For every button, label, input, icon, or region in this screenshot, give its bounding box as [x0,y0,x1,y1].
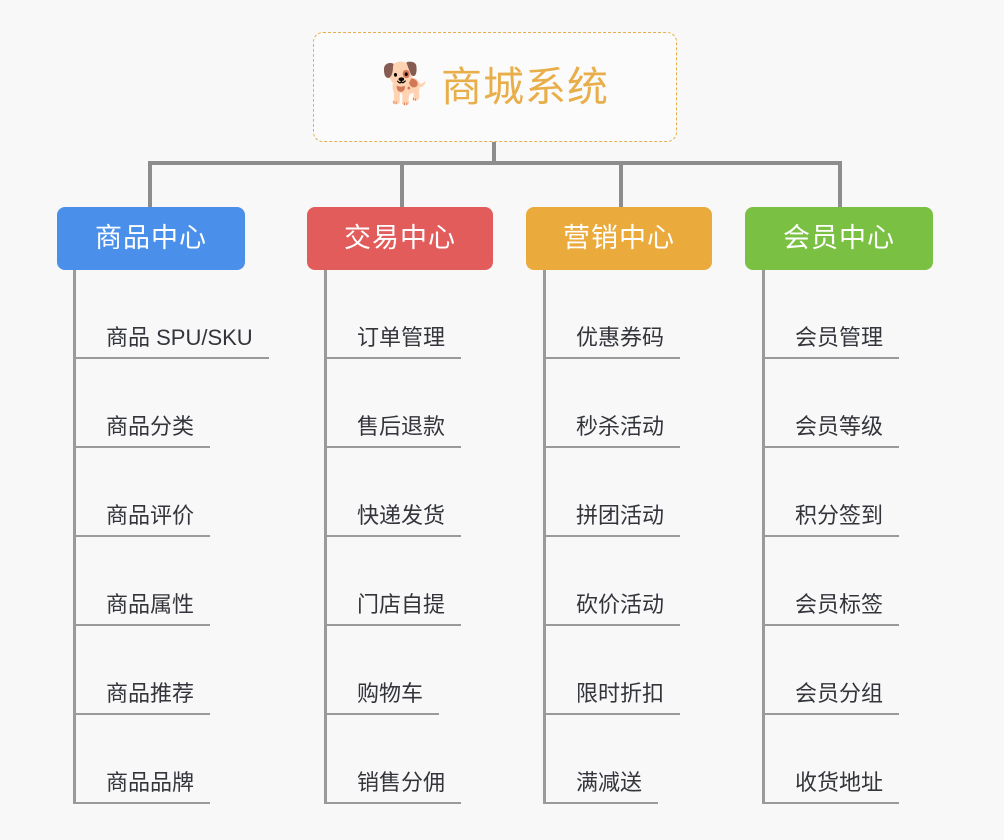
leaf-item[interactable]: 售后退款 [327,359,462,448]
leaf-item-label: 砍价活动 [546,592,681,626]
leaf-item[interactable]: 快递发货 [327,448,462,537]
leaf-item[interactable]: 购物车 [327,626,440,715]
connector-horizontal-bar [148,161,842,165]
leaf-item-label: 快递发货 [327,503,462,537]
leaf-item-label: 满减送 [546,770,659,804]
leaf-item[interactable]: 门店自提 [327,537,462,626]
leaf-item[interactable]: 收货地址 [765,715,900,804]
leaf-item[interactable]: 商品 SPU/SKU [76,270,269,359]
leaf-item-label: 拼团活动 [546,503,681,537]
leaf-item-label: 限时折扣 [546,681,681,715]
leaf-item[interactable]: 销售分佣 [327,715,462,804]
leaf-spine-marketing-center [543,270,546,804]
leaf-item[interactable]: 优惠券码 [546,270,681,359]
leaf-item[interactable]: 积分签到 [765,448,900,537]
category-label-product-center: 商品中心 [95,223,207,253]
leaf-item-label: 会员标签 [765,592,900,626]
leaf-item-label: 销售分佣 [327,770,462,804]
leaf-item[interactable]: 限时折扣 [546,626,681,715]
connector-drop-trade-center [400,161,404,207]
connector-drop-product-center [148,161,152,207]
connector-drop-member-center [838,161,842,207]
leaf-item-label: 会员分组 [765,681,900,715]
leaf-item-label: 会员管理 [765,325,900,359]
leaf-item[interactable]: 会员等级 [765,359,900,448]
category-box-member-center[interactable]: 会员中心 [745,207,933,270]
leaf-item[interactable]: 订单管理 [327,270,462,359]
category-label-marketing-center: 营销中心 [563,223,675,253]
leaf-item-label: 门店自提 [327,592,462,626]
leaf-spine-product-center [73,270,76,804]
leaf-item[interactable]: 会员标签 [765,537,900,626]
category-box-product-center[interactable]: 商品中心 [57,207,245,270]
leaf-item[interactable]: 商品分类 [76,359,211,448]
root-node[interactable]: 🐕 商城系统 [313,32,677,142]
leaf-spine-trade-center [324,270,327,804]
leaf-item[interactable]: 会员管理 [765,270,900,359]
leaf-item-label: 收货地址 [765,770,900,804]
leaf-item[interactable]: 商品属性 [76,537,211,626]
shiba-dog-emoji-icon: 🐕 [381,62,431,106]
leaf-item-label: 售后退款 [327,414,462,448]
leaf-item-label: 商品评价 [76,503,211,537]
leaf-item-label: 秒杀活动 [546,414,681,448]
leaf-item[interactable]: 拼团活动 [546,448,681,537]
leaf-item-label: 购物车 [327,681,440,715]
category-label-trade-center: 交易中心 [344,223,456,253]
leaf-item-label: 商品 SPU/SKU [76,325,269,359]
leaf-item[interactable]: 满减送 [546,715,659,804]
leaf-item-label: 会员等级 [765,414,900,448]
connector-drop-marketing-center [619,161,623,207]
leaf-item[interactable]: 商品评价 [76,448,211,537]
leaf-item-label: 商品分类 [76,414,211,448]
root-title: 商城系统 [441,63,609,110]
category-box-trade-center[interactable]: 交易中心 [307,207,493,270]
category-box-marketing-center[interactable]: 营销中心 [526,207,712,270]
leaf-item[interactable]: 砍价活动 [546,537,681,626]
leaf-item-label: 积分签到 [765,503,900,537]
leaf-item-label: 商品品牌 [76,770,211,804]
leaf-item-label: 商品属性 [76,592,211,626]
category-label-member-center: 会员中心 [783,223,895,253]
leaf-item[interactable]: 会员分组 [765,626,900,715]
connector-root-stem [492,142,496,164]
leaf-item-label: 优惠券码 [546,325,681,359]
leaf-item-label: 订单管理 [327,325,462,359]
leaf-item[interactable]: 商品品牌 [76,715,211,804]
leaf-spine-member-center [762,270,765,804]
leaf-item[interactable]: 商品推荐 [76,626,211,715]
leaf-item[interactable]: 秒杀活动 [546,359,681,448]
leaf-item-label: 商品推荐 [76,681,211,715]
